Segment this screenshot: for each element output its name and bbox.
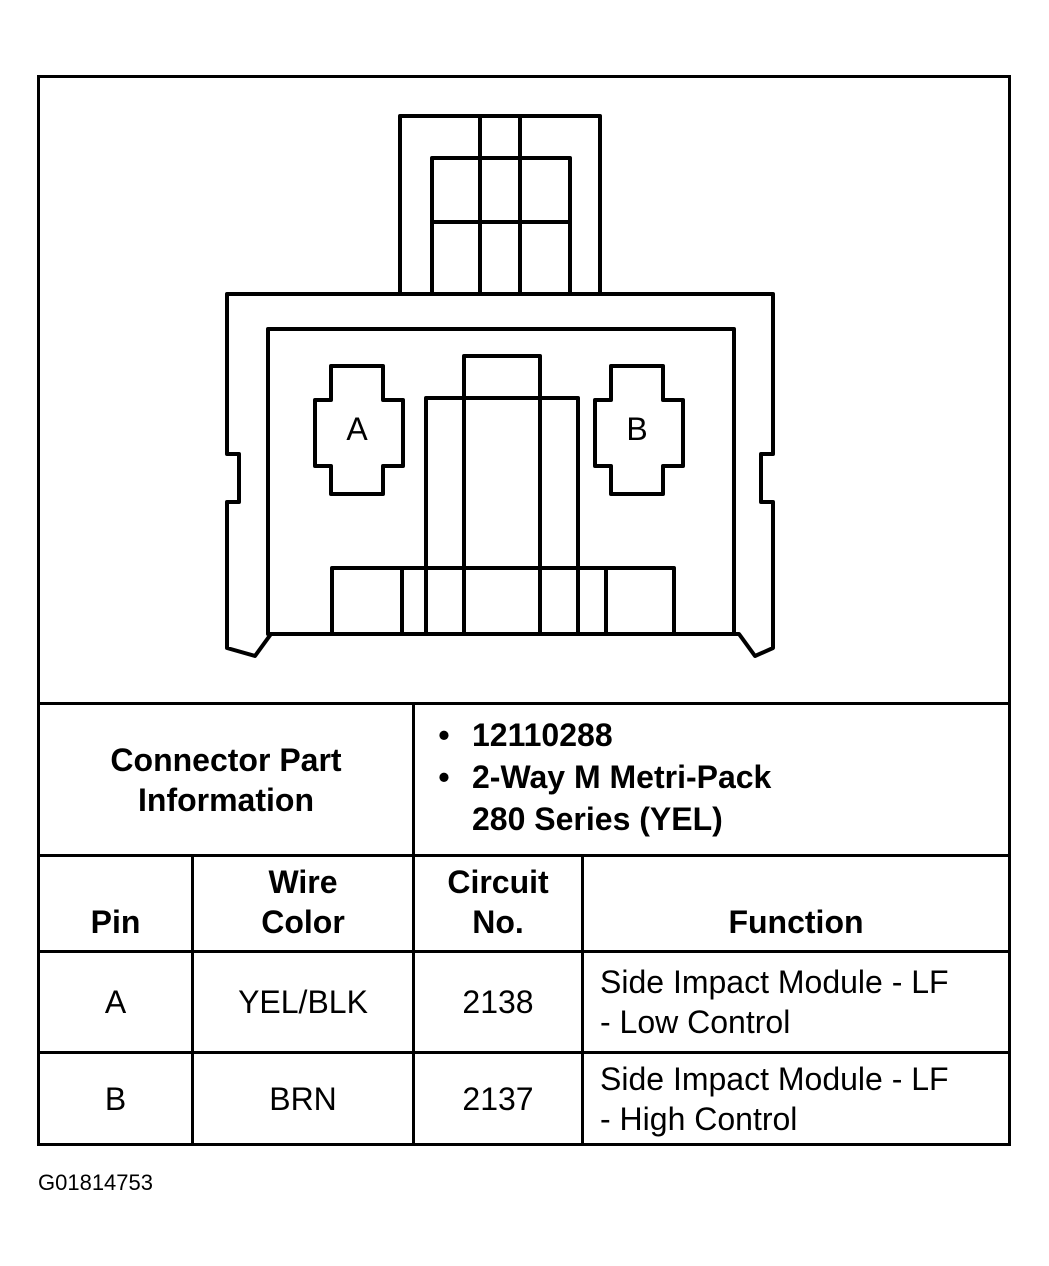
bullet-icon: • <box>438 717 450 753</box>
figure-id: G01814753 <box>38 1170 153 1195</box>
table-cell-pin: B <box>104 1080 127 1117</box>
table-cell-pin: A <box>104 984 127 1020</box>
table-cell-function: Side Impact Module - LF - Low Control <box>600 964 949 1040</box>
column-header-function: Function <box>728 904 864 940</box>
cavity-a-label: A <box>346 411 368 447</box>
cavity-a-outline <box>313 364 405 496</box>
divider-line <box>40 702 1008 705</box>
connector-body-outline <box>225 292 775 658</box>
connector-description: 2-Way M Metri-Pack 280 Series (YEL) <box>472 759 772 837</box>
column-header-pin: Pin <box>90 904 141 940</box>
divider-line <box>412 702 415 1143</box>
connector-face-drawing: A B <box>225 114 775 658</box>
table-cell-function: Side Impact Module - LF - High Control <box>600 1060 949 1137</box>
connector-center-key <box>424 354 580 636</box>
cavity-b-label: B <box>626 411 647 447</box>
table-cell-circuit-no: 2138 <box>462 984 534 1020</box>
connector-part-info-label: Connector Part Information <box>110 741 342 818</box>
divider-line <box>40 1051 1008 1054</box>
part-number: 12110288 <box>472 717 613 753</box>
connector-part-info-list: • 12110288 • 2-Way M Metri-Pack 280 Seri… <box>416 714 1006 840</box>
column-header-circuit-no: Circuit No. <box>447 864 549 940</box>
connector-latch <box>398 114 602 296</box>
connector-diagram-frame: A B Connector Part Information • 1211028… <box>37 75 1011 1146</box>
column-header-wire-color: Wire Color <box>261 864 345 940</box>
list-item: • 2-Way M Metri-Pack 280 Series (YEL) <box>416 756 1006 840</box>
table-cell-circuit-no: 2137 <box>462 1080 534 1117</box>
divider-line <box>191 854 194 1143</box>
cavity-b-outline <box>593 364 685 496</box>
divider-line <box>40 854 1008 857</box>
connector-lock-segments <box>330 566 676 636</box>
divider-line <box>40 950 1008 953</box>
table-cell-wire-color: YEL/BLK <box>238 984 368 1020</box>
table-cell-wire-color: BRN <box>269 1080 337 1117</box>
divider-line <box>581 854 584 1143</box>
bullet-icon: • <box>438 759 450 795</box>
list-item: • 12110288 <box>416 714 1006 756</box>
